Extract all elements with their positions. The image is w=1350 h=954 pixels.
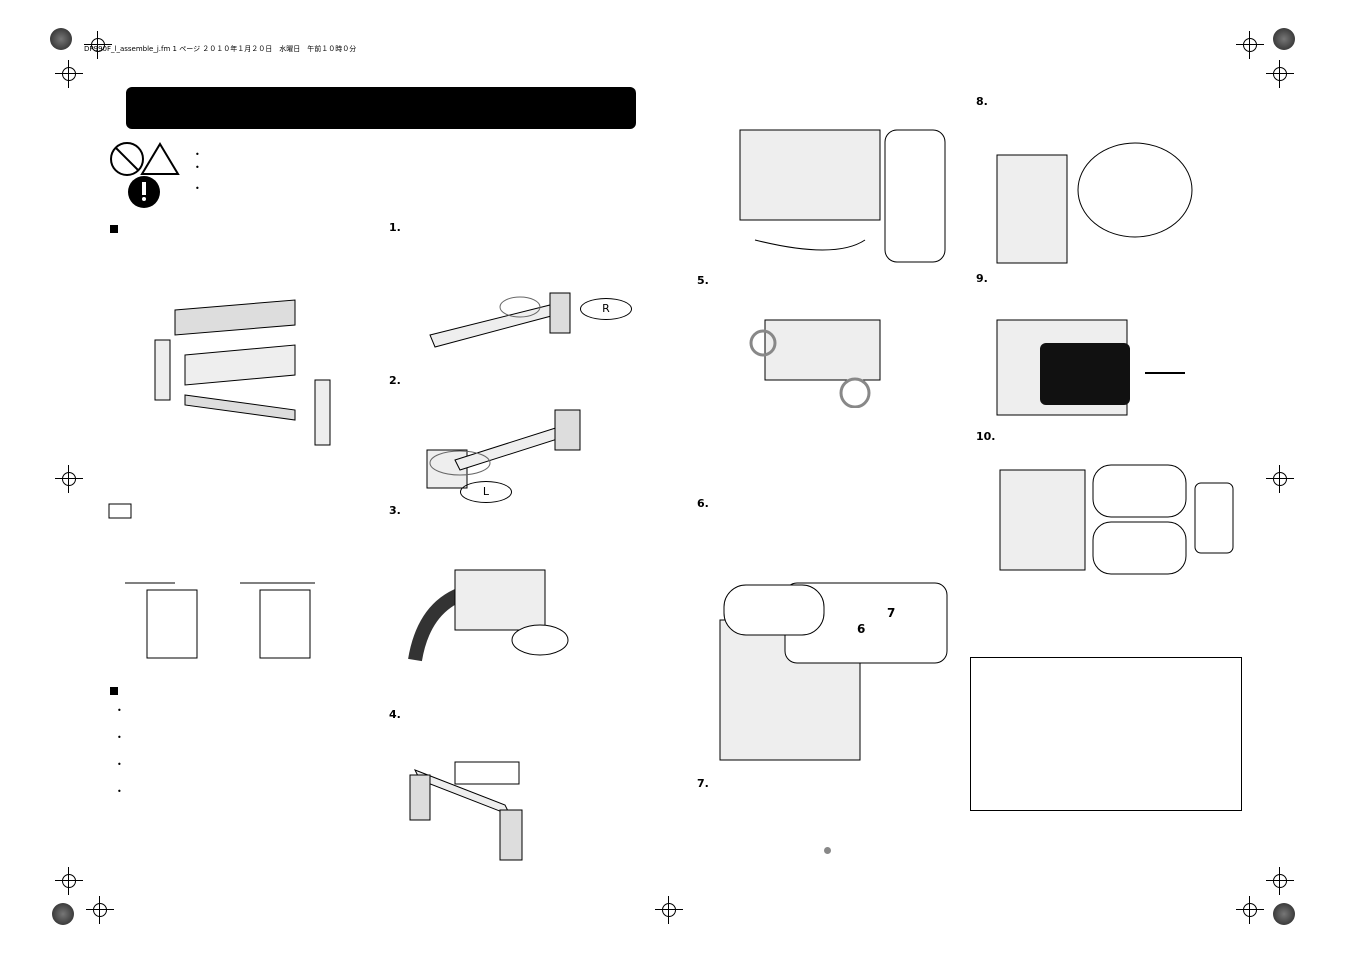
- step-number: 8.: [976, 95, 988, 108]
- step8-illustration: [996, 142, 1193, 264]
- crop-mark-icon: [55, 465, 83, 493]
- step-number: 7.: [697, 777, 709, 790]
- registration-target: [1273, 903, 1295, 925]
- step4-illustration: [409, 761, 523, 861]
- step-number: 9.: [976, 272, 988, 285]
- section-marker: [110, 687, 118, 695]
- step3-illustration: [408, 569, 569, 662]
- step9-illustration: [996, 319, 1185, 416]
- step-number: 2.: [389, 374, 401, 387]
- title-banner: [126, 87, 636, 129]
- crop-mark-icon: [655, 896, 683, 924]
- bullet: •: [117, 760, 122, 769]
- file-header: DP990F_l_assemble_j.fm 1 ページ ２０１０年１月２０日 …: [84, 45, 357, 53]
- crop-mark-icon: [55, 867, 83, 895]
- bullet: •: [195, 150, 200, 159]
- crop-mark-icon: [1236, 896, 1264, 924]
- step4b-illustration: [739, 129, 946, 263]
- step2-illustration: [426, 409, 581, 489]
- callout-6: 6: [857, 622, 866, 636]
- step-number: 10.: [976, 430, 996, 443]
- bullet: •: [195, 163, 200, 172]
- step10-illustration: [999, 464, 1234, 575]
- right-label: R: [580, 298, 632, 320]
- memo-icon: [108, 503, 132, 519]
- step-number: 4.: [389, 708, 401, 721]
- step-number: 1.: [389, 221, 401, 234]
- bracket-diagram: [125, 582, 315, 659]
- step6-illustration: [719, 582, 948, 761]
- bullet: •: [195, 184, 200, 193]
- left-label: L: [460, 481, 512, 503]
- crop-mark-icon: [86, 896, 114, 924]
- crop-mark-icon: [1266, 60, 1294, 88]
- crop-mark-icon: [1266, 465, 1294, 493]
- step-number: 3.: [389, 504, 401, 517]
- bullet: •: [117, 706, 122, 715]
- registration-target: [50, 28, 72, 50]
- crop-mark-icon: [1236, 31, 1264, 59]
- step1-illustration: [429, 292, 571, 348]
- callout-7: 7: [887, 606, 896, 620]
- section-marker: [110, 225, 118, 233]
- page-mark: [824, 847, 831, 854]
- registration-target: [52, 903, 74, 925]
- bullet: •: [117, 733, 122, 742]
- crop-mark-icon: [1266, 867, 1294, 895]
- crop-mark-icon: [84, 31, 112, 59]
- step5-illustration: [749, 319, 881, 408]
- step-number: 6.: [697, 497, 709, 510]
- registration-target: [1273, 28, 1295, 50]
- bullet: •: [117, 787, 122, 796]
- step-number: 5.: [697, 274, 709, 287]
- crop-mark-icon: [55, 60, 83, 88]
- parts-illustration: [154, 299, 331, 446]
- warning-icons: [110, 142, 180, 208]
- note-box: [970, 657, 1242, 811]
